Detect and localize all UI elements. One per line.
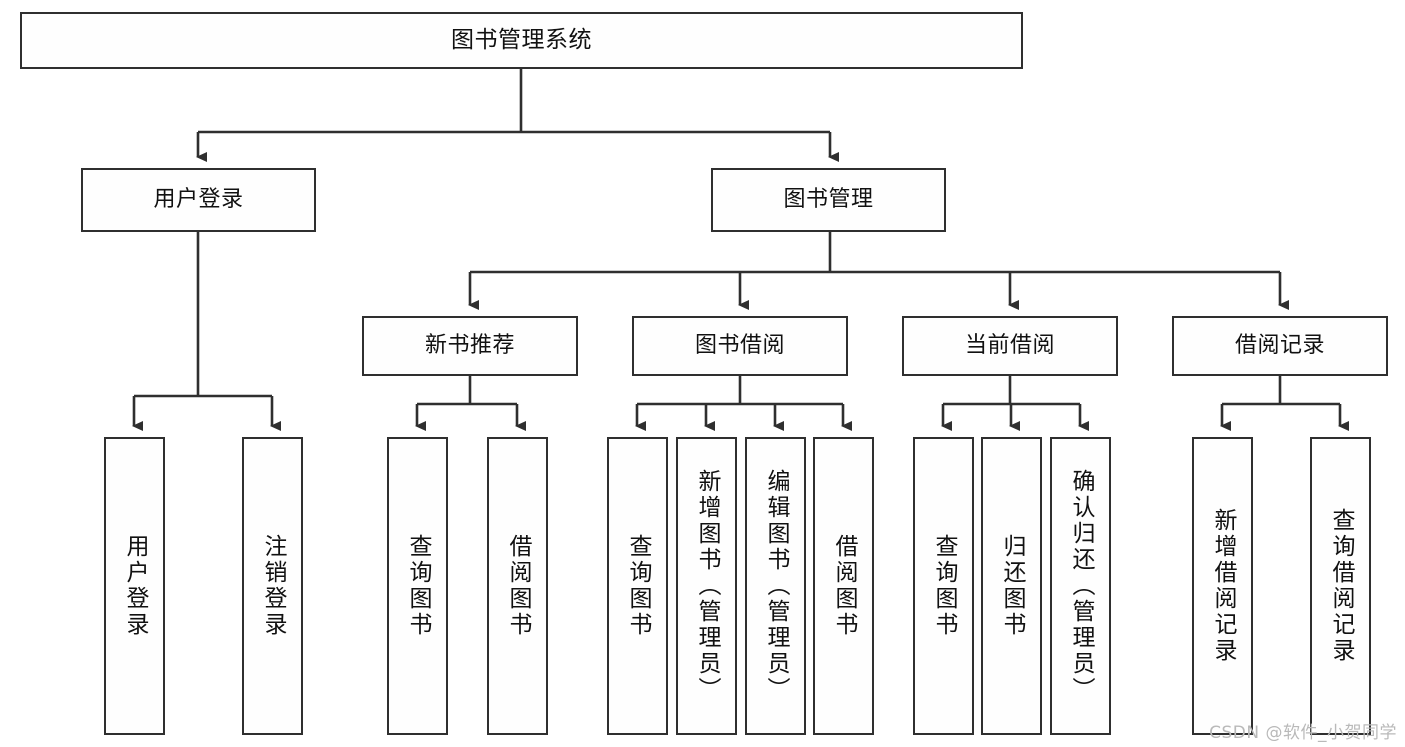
node-book-borrow-label: 图书借阅 bbox=[694, 333, 785, 359]
node-user-login[interactable]: 用户登录 bbox=[81, 168, 316, 232]
leaf-query-book-current-label: 查询图书 bbox=[931, 534, 957, 638]
node-new-book-recommend[interactable]: 新书推荐 bbox=[362, 316, 578, 376]
leaf-confirm-return[interactable]: 确认归还（管理员） bbox=[1050, 437, 1111, 735]
leaf-logout-label: 注销登录 bbox=[260, 534, 286, 638]
node-root-label: 图书管理系统 bbox=[451, 26, 592, 53]
leaf-user-login-label: 用户登录 bbox=[122, 534, 148, 638]
leaf-query-borrow-record[interactable]: 查询借阅记录 bbox=[1310, 437, 1371, 735]
leaf-add-borrow-record[interactable]: 新增借阅记录 bbox=[1192, 437, 1253, 735]
leaf-user-login[interactable]: 用户登录 bbox=[104, 437, 165, 735]
csdn-watermark: CSDN @软件_小贺同学 bbox=[1209, 723, 1397, 743]
leaf-query-book-recommend-label: 查询图书 bbox=[405, 534, 431, 638]
leaf-query-book-current[interactable]: 查询图书 bbox=[913, 437, 974, 735]
leaf-edit-book-label: 编辑图书（管理员） bbox=[763, 469, 789, 703]
node-root[interactable]: 图书管理系统 bbox=[20, 12, 1023, 69]
node-borrow-record[interactable]: 借阅记录 bbox=[1172, 316, 1388, 376]
node-user-login-label: 用户登录 bbox=[153, 187, 244, 213]
leaf-add-borrow-record-label: 新增借阅记录 bbox=[1210, 508, 1236, 664]
leaf-query-book-borrow[interactable]: 查询图书 bbox=[607, 437, 668, 735]
node-book-borrow[interactable]: 图书借阅 bbox=[632, 316, 848, 376]
leaf-query-book-recommend[interactable]: 查询图书 bbox=[387, 437, 448, 735]
node-borrow-record-label: 借阅记录 bbox=[1234, 333, 1325, 359]
leaf-query-book-borrow-label: 查询图书 bbox=[625, 534, 651, 638]
node-current-borrow-label: 当前借阅 bbox=[964, 333, 1055, 359]
leaf-query-borrow-record-label: 查询借阅记录 bbox=[1328, 508, 1354, 664]
leaf-confirm-return-label: 确认归还（管理员） bbox=[1068, 469, 1094, 703]
leaf-add-book-label: 新增图书（管理员） bbox=[694, 469, 720, 703]
leaf-return-book[interactable]: 归还图书 bbox=[981, 437, 1042, 735]
node-book-manage[interactable]: 图书管理 bbox=[711, 168, 946, 232]
leaf-borrow-book-recommend-label: 借阅图书 bbox=[505, 534, 531, 638]
leaf-borrow-book-borrow[interactable]: 借阅图书 bbox=[813, 437, 874, 735]
leaf-logout[interactable]: 注销登录 bbox=[242, 437, 303, 735]
leaf-borrow-book-recommend[interactable]: 借阅图书 bbox=[487, 437, 548, 735]
leaf-borrow-book-borrow-label: 借阅图书 bbox=[831, 534, 857, 638]
leaf-return-book-label: 归还图书 bbox=[999, 534, 1025, 638]
node-new-book-recommend-label: 新书推荐 bbox=[424, 333, 515, 359]
node-book-manage-label: 图书管理 bbox=[783, 187, 874, 213]
leaf-add-book[interactable]: 新增图书（管理员） bbox=[676, 437, 737, 735]
node-current-borrow[interactable]: 当前借阅 bbox=[902, 316, 1118, 376]
leaf-edit-book[interactable]: 编辑图书（管理员） bbox=[745, 437, 806, 735]
